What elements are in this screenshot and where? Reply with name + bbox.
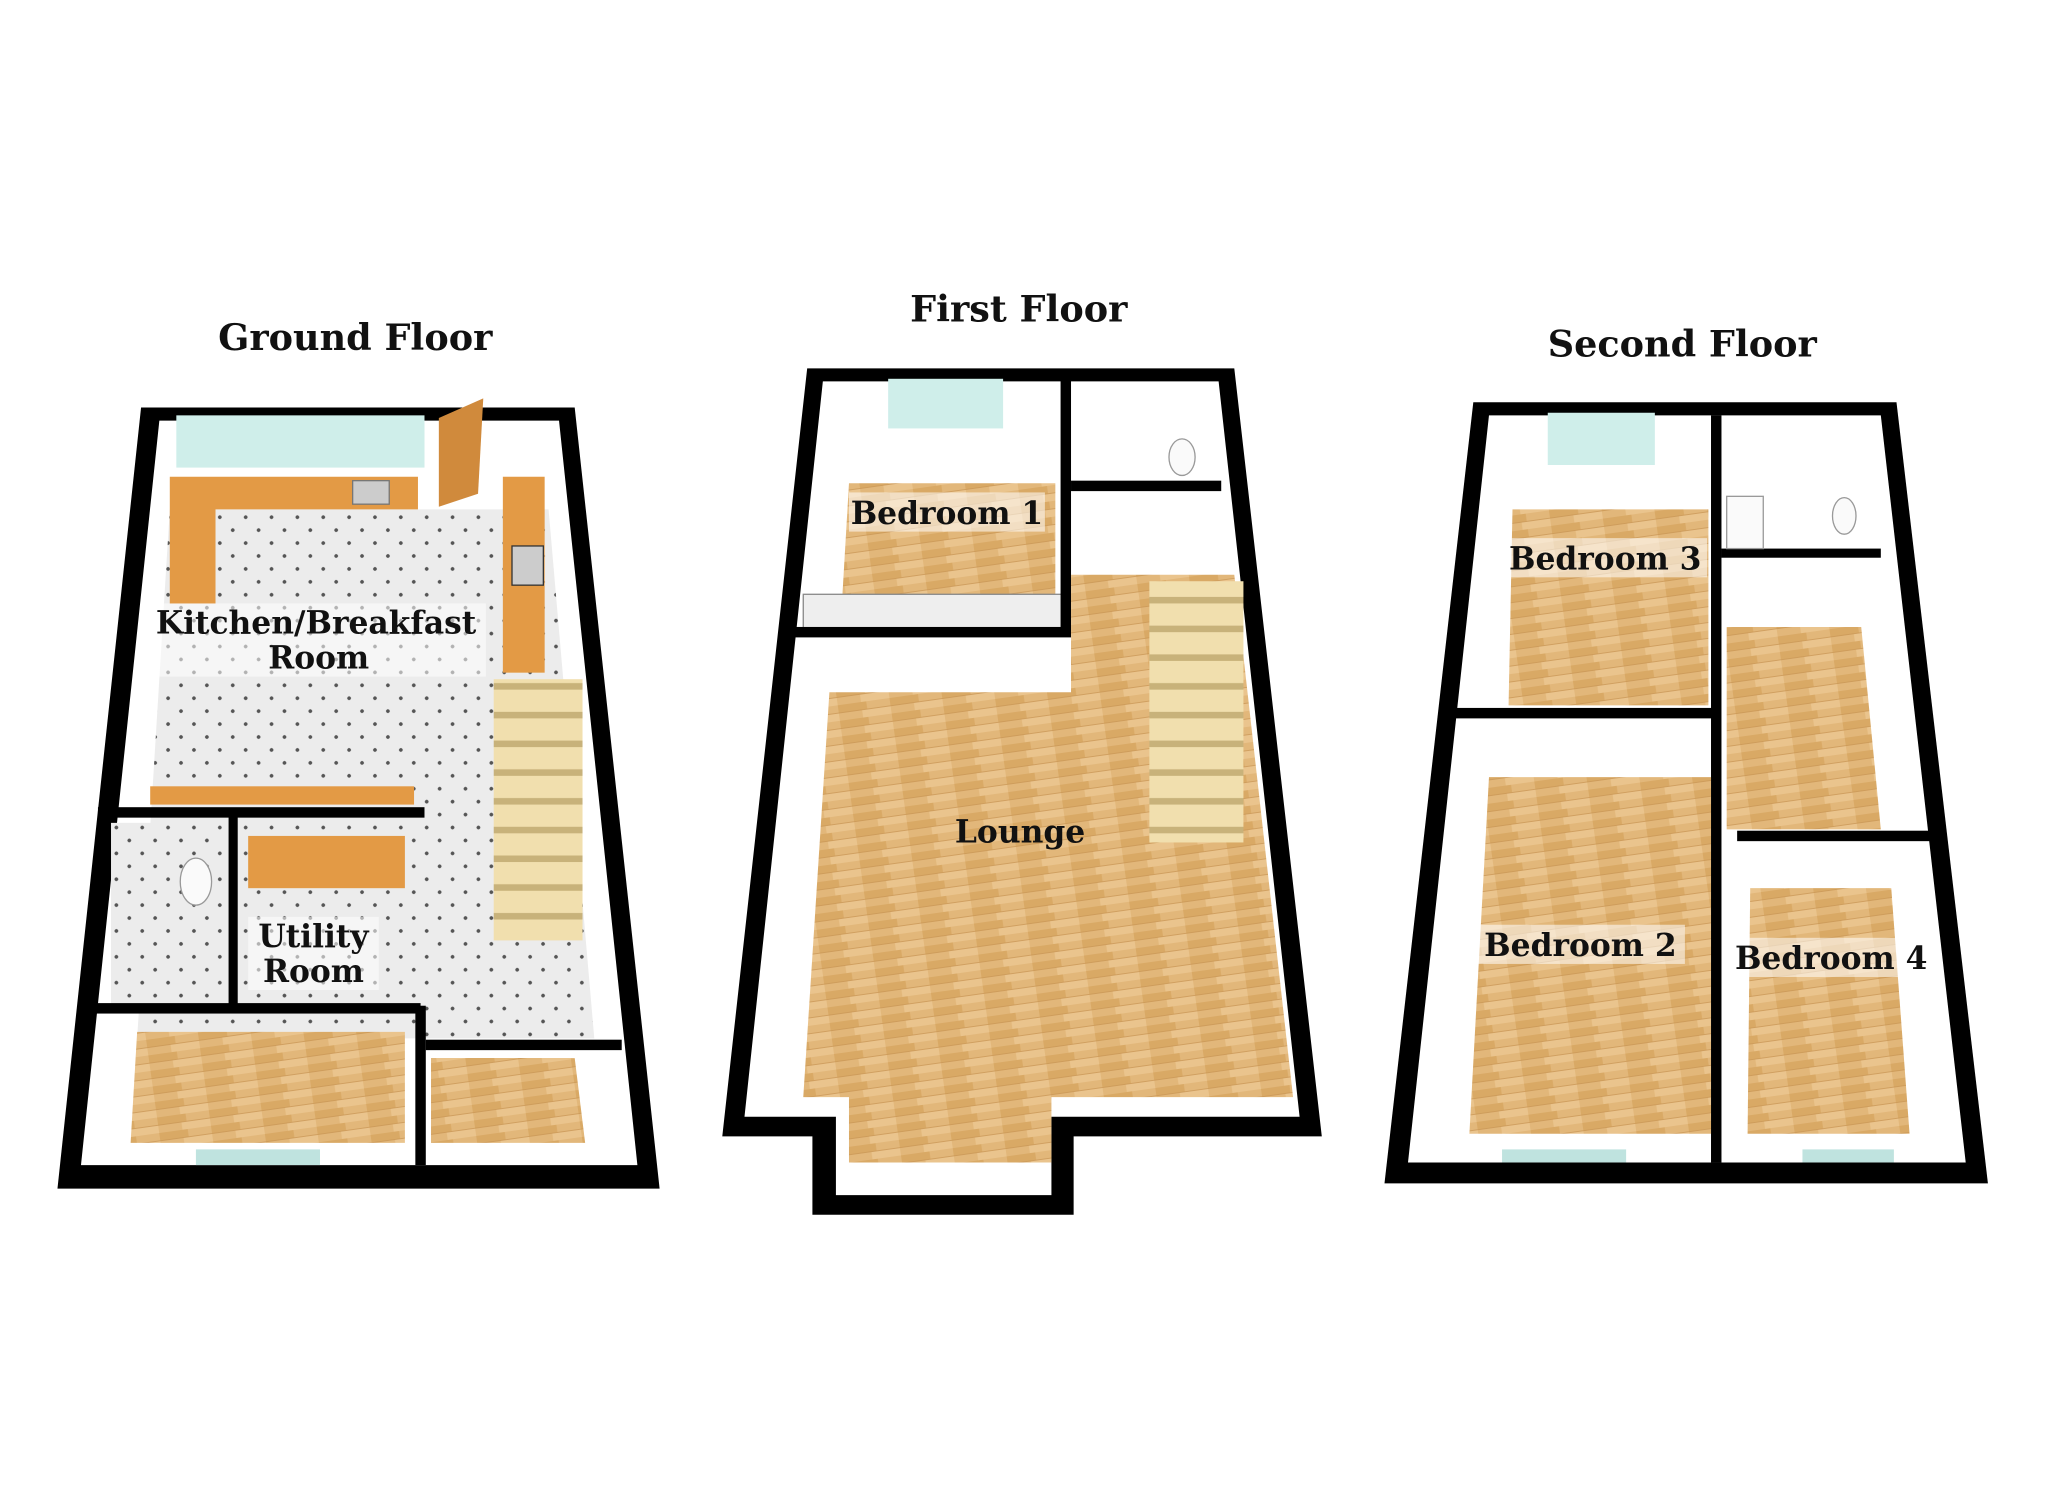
stairs xyxy=(493,679,583,941)
sink-icon xyxy=(351,480,390,505)
store-floor xyxy=(130,1031,405,1143)
internal-wall xyxy=(425,1039,622,1051)
room-label-utility-2: Room xyxy=(263,954,364,990)
landing-floor xyxy=(1726,626,1881,830)
window xyxy=(1802,1149,1894,1163)
internal-wall xyxy=(790,626,1072,638)
internal-wall xyxy=(80,1003,421,1014)
utility-worktop xyxy=(248,835,405,889)
hob-icon xyxy=(511,545,544,586)
bedroom4-floor xyxy=(1747,888,1910,1134)
room-label-lounge: Lounge xyxy=(955,814,1085,850)
internal-wall xyxy=(1737,830,1934,842)
first-floor-plan: First Floor Bedroom 1 Lounge xyxy=(722,287,1322,1215)
ground-floor-title: Ground Floor xyxy=(218,316,493,359)
bath-icon xyxy=(1726,495,1764,550)
internal-wall xyxy=(1721,548,1881,558)
wardrobe xyxy=(802,593,1066,632)
door-icon xyxy=(438,398,484,507)
worktop-divider xyxy=(150,786,415,805)
room-label-bedroom-4: Bedroom 4 xyxy=(1735,941,1927,977)
ground-floor-plan: Ground Floor Kitchen/Breakfast Room Util… xyxy=(57,316,660,1189)
stairs xyxy=(1149,581,1244,843)
room-label-utility: Utility xyxy=(258,919,369,955)
internal-wall xyxy=(228,809,238,1006)
room-label-bedroom-3: Bedroom 3 xyxy=(1509,541,1701,577)
room-label-bedroom-1: Bedroom 1 xyxy=(851,496,1043,532)
window xyxy=(888,378,1004,429)
window xyxy=(1547,412,1655,465)
internal-wall xyxy=(1071,480,1222,492)
utility-wall xyxy=(97,807,425,818)
porch-floor xyxy=(431,1057,586,1143)
internal-wall xyxy=(1060,378,1072,634)
second-floor-title: Second Floor xyxy=(1548,323,1818,366)
internal-wall xyxy=(415,1005,426,1166)
toilet-icon xyxy=(1831,496,1857,535)
window xyxy=(176,415,425,468)
room-label-bedroom-2: Bedroom 2 xyxy=(1484,928,1676,964)
window xyxy=(1502,1149,1627,1163)
internal-wall xyxy=(1711,415,1722,1163)
internal-wall xyxy=(1449,707,1718,719)
window xyxy=(195,1149,320,1166)
room-label-kitchen-2: Room xyxy=(268,641,369,677)
worktop xyxy=(169,476,418,604)
toilet-icon xyxy=(179,857,213,906)
second-floor-plan: Second Floor Bedroom 3 Bedroom 2 Bedroom… xyxy=(1384,323,1988,1184)
toilet-icon xyxy=(1168,438,1196,477)
first-floor-title: First Floor xyxy=(910,287,1128,330)
room-label-kitchen: Kitchen/Breakfast xyxy=(156,605,477,641)
